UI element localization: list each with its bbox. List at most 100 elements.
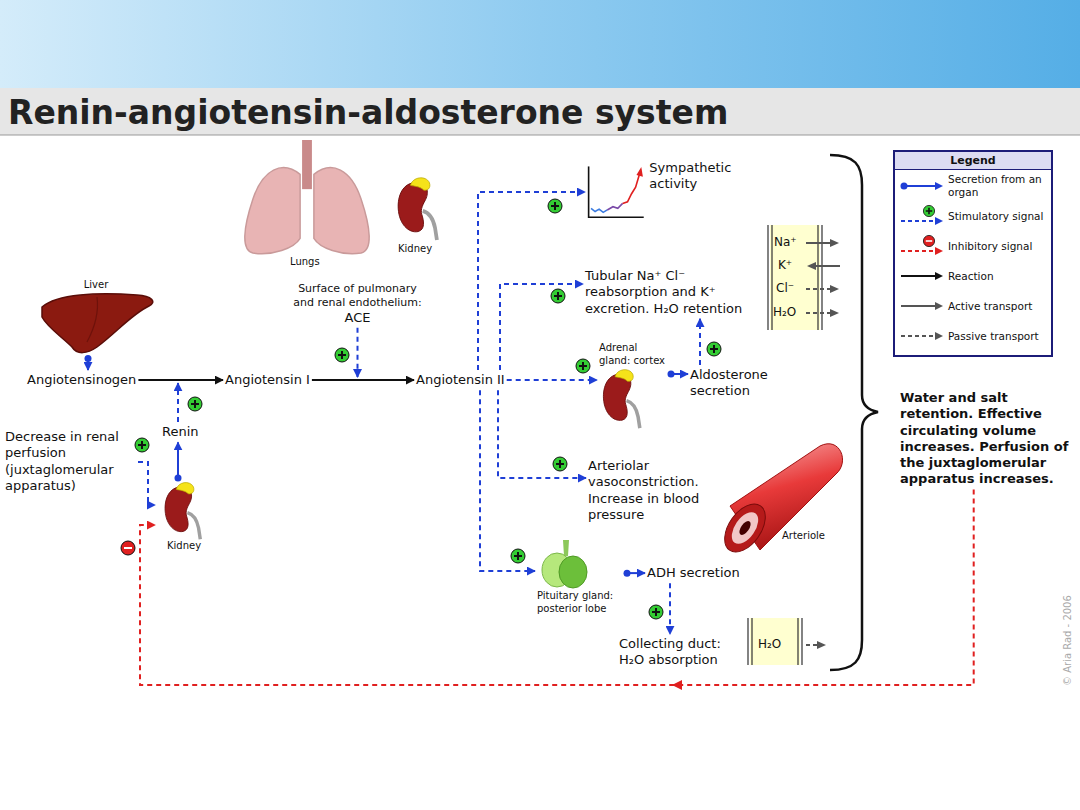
legend-text: Passive transport [948, 330, 1039, 343]
node-label: Surface of pulmonary and renal endotheli… [292, 282, 423, 310]
legend-sample [899, 264, 945, 288]
node-text-column: Sympathetic activity [649, 160, 758, 193]
connector [138, 462, 155, 505]
legend-row: Secretion from an organ [895, 170, 1051, 201]
part-label: Na⁺ [774, 235, 797, 249]
node-label: Kidney [157, 540, 211, 553]
node-label: ADH secretion [647, 565, 740, 581]
ace-stimulus-line [357, 328, 359, 377]
legend-row: Stimulatory signal [895, 201, 1051, 231]
legend-row: Reaction [895, 261, 1051, 291]
node-label: Arteriolar vasoconstriction. Increase in… [588, 458, 719, 523]
arteriole-picture [716, 444, 842, 560]
node-box: Angiotensinogen [25, 370, 138, 390]
node-label: ACE [292, 310, 423, 326]
legend-text: Inhibitory signal [948, 240, 1032, 253]
legend-text: Secretion from an organ [948, 173, 1047, 198]
duct-box [748, 618, 826, 665]
node-box: Aldosterone secretion [688, 365, 788, 402]
node-label: Adrenal gland: cortex [599, 342, 669, 367]
legend-sample [899, 204, 945, 228]
part-label: Arteriole [782, 530, 825, 542]
minus-symbol [923, 236, 934, 247]
kidney-picture-shape [603, 370, 639, 428]
plus-symbol [923, 206, 934, 217]
node-box: Angiotensin II [414, 370, 507, 390]
kidney-picture [161, 480, 207, 540]
node-box: Collecting duct: H₂O absorption [617, 634, 742, 671]
reaction-line [901, 275, 935, 277]
liver-picture-shape [42, 293, 153, 352]
node-label: Aldosterone secretion [690, 367, 786, 400]
node-box: Sympathetic activity [585, 158, 760, 227]
node-label: Angiotensinogen [27, 372, 136, 388]
connector [138, 379, 223, 381]
legend-title: Legend [895, 152, 1051, 170]
kidney-picture [599, 367, 647, 429]
node-box: Angiotensin I [223, 370, 312, 390]
node-box: Kidney [155, 478, 213, 555]
legend-text: Reaction [948, 270, 994, 283]
node-label: Tubular Na⁺ Cl⁻ reabsorption and K⁺ excr… [585, 268, 761, 317]
node-box: Surface of pulmonary and renal endotheli… [290, 280, 425, 328]
diagram-title: Renin-angiotensin-aldosterone system [8, 93, 728, 132]
legend-row: Passive transport [895, 321, 1051, 351]
bracket [830, 155, 878, 670]
arrowhead [935, 302, 943, 310]
secretion-dot [901, 182, 908, 189]
kidney-picture-shape [165, 483, 200, 540]
node-label: Liver [37, 279, 155, 292]
legend-sample [899, 324, 945, 348]
part-label: © Aria Rad - 2006 [1062, 595, 1074, 686]
node-box: Arteriolar vasoconstriction. Increase in… [586, 456, 721, 525]
pituitary-picture-shape [542, 540, 587, 588]
secretion-dot [624, 570, 631, 577]
title-band [0, 88, 1080, 135]
part-label: Cl⁻ [776, 281, 794, 295]
part-label: H₂O [758, 637, 781, 651]
legend-box: LegendSecretion from an organStimulatory… [893, 150, 1053, 357]
part-label: H₂O [773, 305, 796, 319]
node-label: Sympathetic activity [649, 160, 758, 193]
connector [507, 379, 597, 381]
node-box: Renin [160, 422, 201, 442]
arrowhead [935, 182, 943, 190]
secretion-dot [85, 355, 92, 362]
legend-sample [899, 294, 945, 318]
legend-text: Stimulatory signal [948, 210, 1043, 223]
connector [498, 390, 586, 478]
arrowhead [935, 272, 943, 280]
connector [177, 442, 179, 478]
legend-text: Active transport [948, 300, 1032, 313]
node-box: Pituitary gland: posterior lobe [535, 538, 627, 617]
connector [140, 490, 974, 686]
inhibit-line [901, 250, 935, 252]
kidney-picture [398, 178, 437, 240]
node-box: ADH secretion [645, 563, 742, 583]
stimulus-line [901, 220, 935, 222]
node-box: Water and salt retention. Effective circ… [898, 388, 1074, 490]
legend-row: Active transport [895, 291, 1051, 321]
connector [669, 583, 671, 634]
renin-stimulus-line [177, 383, 179, 422]
legend-sample [899, 234, 945, 258]
title-rule [0, 135, 1080, 136]
pituitary-picture [537, 540, 592, 590]
connector [478, 192, 585, 370]
node-box: Decrease in renal perfusion (juxtaglomer… [3, 427, 138, 496]
node-label: Pituitary gland: posterior lobe [537, 590, 625, 615]
secretion-line [904, 185, 935, 187]
arrowhead [935, 332, 943, 340]
liver-picture [37, 292, 157, 357]
signal-symbols [121, 199, 721, 619]
connector [480, 390, 535, 571]
node-box: Adrenal gland: cortex [597, 340, 671, 431]
connector [699, 319, 701, 365]
part-label: K⁺ [778, 258, 792, 272]
node-box: Liver [35, 277, 157, 359]
chart-picture-shape [589, 166, 644, 217]
legend-sample [899, 174, 945, 198]
node-box: Tubular Na⁺ Cl⁻ reabsorption and K⁺ excr… [583, 266, 763, 319]
node-label: Angiotensin II [416, 372, 505, 388]
